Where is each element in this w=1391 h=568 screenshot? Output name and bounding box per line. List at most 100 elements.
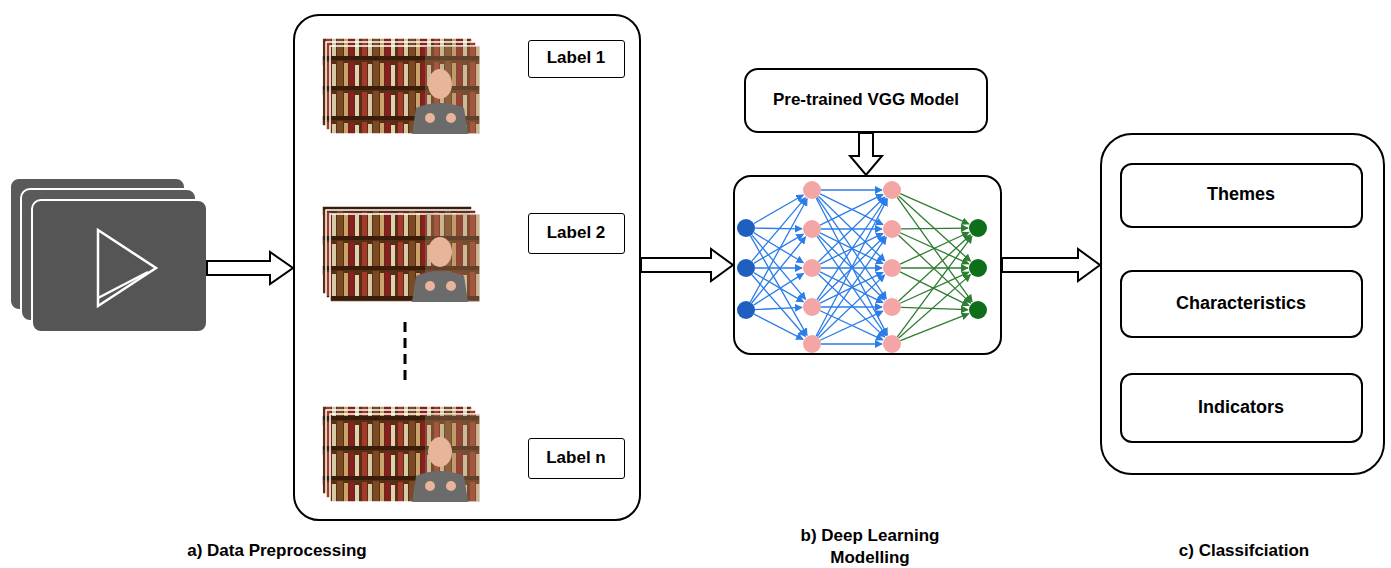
neural-network [737,181,987,353]
network-neuron [969,259,987,277]
stage-caption: a) Data Preprocessing [112,540,442,562]
person-head [428,437,452,467]
flow-arrow [1002,249,1100,281]
person-hand [425,113,435,123]
ellipsis-dashes [404,322,407,386]
input-arrow [207,252,293,284]
caption-holder: a) Data Preprocessing [112,540,442,562]
background-blur [425,414,480,502]
play-symbol [98,272,148,298]
network-weight [821,343,882,344]
network-neuron [803,220,821,238]
flow-arrow [641,249,733,281]
person-head [428,69,452,99]
network-neuron [883,220,901,238]
network-weight [820,311,883,340]
network-weight [819,275,885,338]
network-weight [900,272,969,306]
network-neuron [883,259,901,277]
network-weight [901,307,968,309]
class-box: Characteristics [1120,270,1363,338]
network-weight [901,227,968,229]
network-weight [817,237,886,336]
network-neuron [737,259,755,277]
network-weight [816,199,887,336]
play-symbol [98,230,156,306]
network-weight [900,194,969,224]
caption-holder: b) Deep Learning Modelling [785,525,955,568]
network-neuron [737,219,755,237]
stage-caption: c) Classifciation [1124,540,1364,562]
class-box: Themes [1120,163,1363,228]
frame-stack [322,38,480,134]
person-hand [446,281,456,291]
network-neuron [803,259,821,277]
label-box: Label n [528,438,625,479]
person-hand [446,481,456,491]
network-weight [899,235,971,303]
network-weight [899,235,971,301]
box-label: Themes [1207,183,1275,206]
box-label: Characteristics [1176,292,1306,315]
network-weight [750,199,807,302]
background-blur [425,46,480,134]
network-weight [754,273,804,305]
network-neuron [883,335,901,353]
person-body [412,103,468,134]
video-frame [330,46,480,134]
network-neuron [969,301,987,319]
stage-caption: b) Deep Learning Modelling [785,525,955,568]
video-frame [330,214,480,302]
network-weight [755,307,802,309]
box-label: Indicators [1198,396,1284,419]
box-label: Pre-trained VGG Model [773,89,959,111]
network-weight [754,273,804,302]
network-neuron [803,335,821,353]
network-weight [817,236,886,335]
network-weight [818,197,884,262]
network-weight [899,275,971,338]
person-hand [425,281,435,291]
network-weight [817,198,886,299]
stage-box: Label 1Label 2Label na) Data Preprocessi… [293,14,641,521]
video-file [32,200,207,332]
video-frames [322,38,480,502]
network-weight [818,196,884,261]
network-neuron [803,181,821,199]
network-neuron [883,181,901,199]
network-weight [755,267,802,268]
network-weight [821,189,882,190]
frame-stack [322,206,480,302]
video-files-icon [10,178,207,332]
network-neuron [803,298,821,316]
stage-box: ThemesCharacteristicsIndicatorsc) Classi… [1100,133,1385,475]
model-box: Pre-trained VGG Model [744,68,988,133]
network-weight [752,237,806,303]
person-head [428,237,452,267]
network-weight [820,194,883,225]
network-weight [820,194,883,225]
video-frame [330,414,480,502]
background-blur [425,214,480,302]
frame-stack [322,406,480,502]
network-weight [820,311,883,340]
person-body [412,271,468,302]
caption-holder: c) Classifciation [1124,540,1364,562]
label-box: Label 1 [528,40,625,78]
network-neuron [883,298,901,316]
network-weight [900,233,969,264]
network-weight [900,272,969,303]
person-hand [425,481,435,491]
box-label: Label 1 [547,47,606,69]
flow-arrow [850,133,882,175]
label-box: Label 2 [528,213,625,254]
box-label: Label 2 [547,222,606,244]
class-box: Indicators [1120,373,1363,443]
network-weight [754,314,803,339]
network-weight [900,232,969,264]
box-label: Label n [546,447,606,469]
network-weight [897,236,972,337]
network-neuron [969,219,987,237]
network-box: b) Deep Learning Modelling [733,175,1002,355]
